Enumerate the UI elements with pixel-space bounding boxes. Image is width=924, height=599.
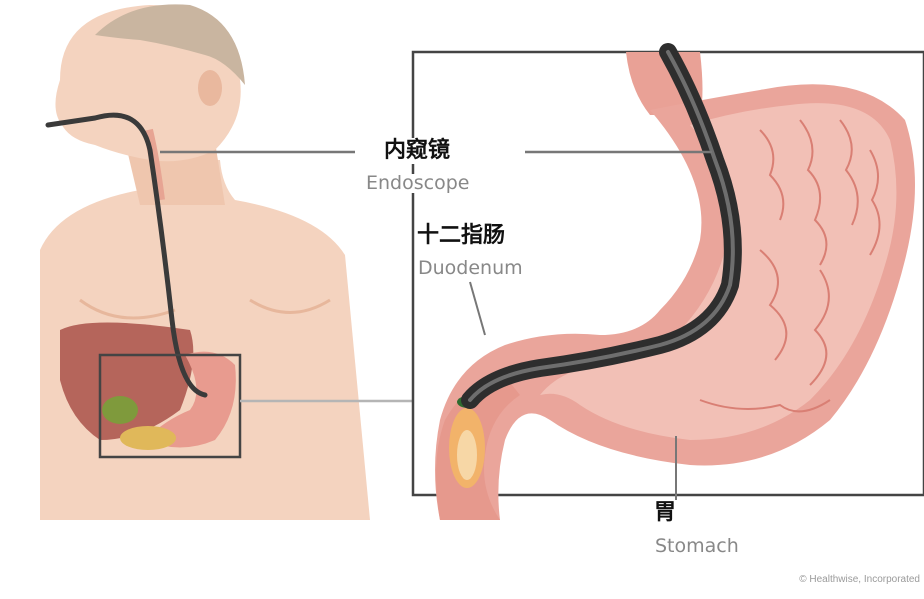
stomach-cross-section	[413, 52, 924, 520]
torso-illustration	[40, 4, 370, 520]
copyright-credit: © Healthwise, Incorporated	[799, 574, 920, 585]
duodenum-label-zh: 十二指肠	[413, 223, 509, 249]
endoscope-label-en: Endoscope	[362, 174, 473, 193]
stomach-label-zh: 胃	[650, 500, 680, 526]
duodenum-label-en: Duodenum	[414, 259, 527, 278]
pancreas	[120, 426, 176, 450]
ear	[198, 70, 222, 106]
endoscope-label-zh: 内窥镜	[380, 138, 454, 164]
gallbladder	[102, 396, 138, 424]
stomach-label-en: Stomach	[651, 537, 743, 556]
